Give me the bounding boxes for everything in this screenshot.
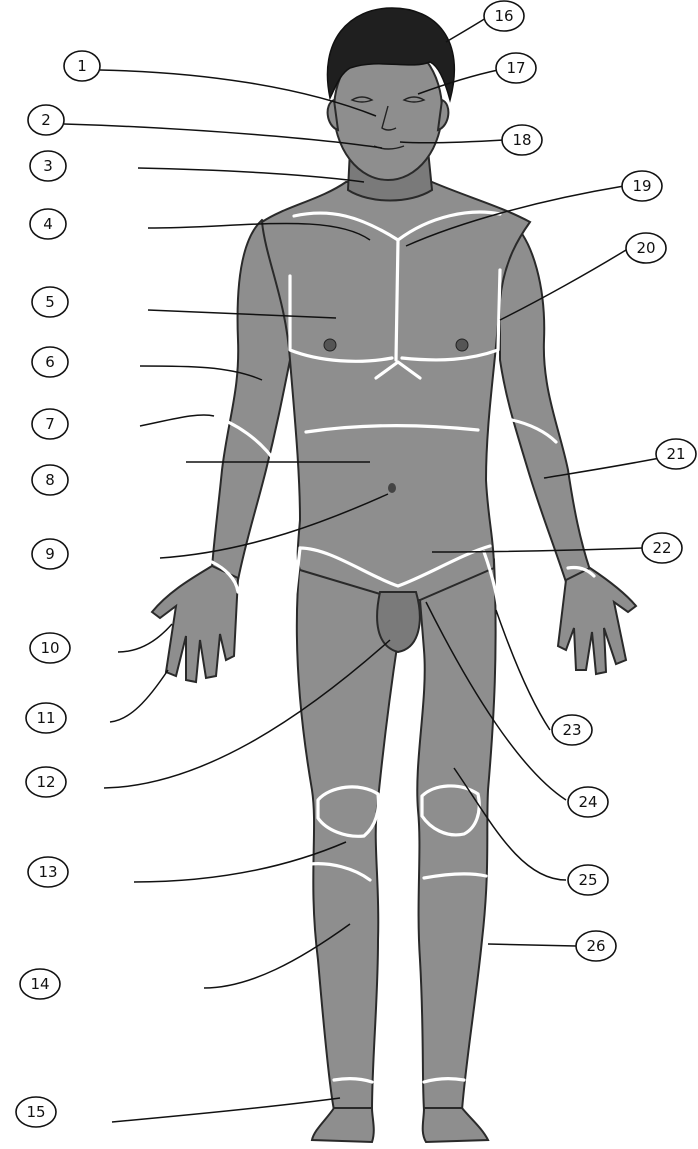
- callout-5: 5: [32, 287, 68, 317]
- callout-number: 7: [45, 415, 55, 433]
- torso: [262, 182, 530, 600]
- callout-16: 16: [484, 1, 524, 31]
- callout-number: 15: [26, 1103, 45, 1121]
- callout-number: 3: [43, 157, 53, 175]
- callout-number: 13: [38, 863, 57, 881]
- callout-number: 4: [43, 215, 53, 233]
- callout-number: 5: [45, 293, 55, 311]
- left-foot: [423, 1108, 488, 1142]
- callout-number: 9: [45, 545, 55, 563]
- callout-13: 13: [28, 857, 68, 887]
- callout-number: 11: [36, 709, 55, 727]
- right-nipple: [324, 339, 336, 351]
- callout-number: 20: [636, 239, 655, 257]
- callout-1: 1: [64, 51, 100, 81]
- callout-15: 15: [16, 1097, 56, 1127]
- genitals: [377, 592, 420, 652]
- human-figure: [152, 8, 636, 1142]
- callout-number: 25: [578, 871, 597, 889]
- callout-2: 2: [28, 105, 64, 135]
- leader-23: [496, 610, 550, 730]
- callout-24: 24: [568, 787, 608, 817]
- right-hand: [152, 566, 238, 682]
- leader-10: [118, 624, 172, 652]
- callout-18: 18: [502, 125, 542, 155]
- callout-number: 6: [45, 353, 55, 371]
- callout-number: 14: [30, 975, 49, 993]
- callout-number: 10: [40, 639, 59, 657]
- callout-21: 21: [656, 439, 696, 469]
- leader-15: [112, 1098, 340, 1122]
- callout-number: 18: [512, 131, 531, 149]
- right-foot: [312, 1108, 374, 1142]
- callout-number: 17: [506, 59, 525, 77]
- callout-number: 26: [586, 937, 605, 955]
- callout-10: 10: [30, 633, 70, 663]
- callout-number: 24: [578, 793, 597, 811]
- callout-25: 25: [568, 865, 608, 895]
- callout-number: 22: [652, 539, 671, 557]
- callout-number: 21: [666, 445, 685, 463]
- callout-number: 1: [77, 57, 87, 75]
- callout-20: 20: [626, 233, 666, 263]
- left-nipple: [456, 339, 468, 351]
- callout-number: 23: [562, 721, 581, 739]
- callout-23: 23: [552, 715, 592, 745]
- callout-4: 4: [30, 209, 66, 239]
- callout-number: 8: [45, 471, 55, 489]
- leader-7: [140, 415, 214, 426]
- callout-19: 19: [622, 171, 662, 201]
- callout-3: 3: [30, 151, 66, 181]
- callout-9: 9: [32, 539, 68, 569]
- leader-26: [488, 944, 576, 946]
- callout-11: 11: [26, 703, 66, 733]
- callout-number: 12: [36, 773, 55, 791]
- callout-7: 7: [32, 409, 68, 439]
- callout-22: 22: [642, 533, 682, 563]
- sternal-line: [396, 240, 398, 360]
- leader-16: [446, 18, 486, 42]
- leader-11: [110, 670, 168, 722]
- left-hand: [558, 568, 636, 674]
- callouts-right: 16 17 18 19 20 21 22 23: [484, 1, 696, 961]
- callout-26: 26: [576, 931, 616, 961]
- callout-8: 8: [32, 465, 68, 495]
- callout-number: 2: [41, 111, 51, 129]
- callout-12: 12: [26, 767, 66, 797]
- callout-number: 16: [494, 7, 513, 25]
- callout-17: 17: [496, 53, 536, 83]
- callout-number: 19: [632, 177, 651, 195]
- navel: [388, 483, 396, 493]
- callout-6: 6: [32, 347, 68, 377]
- leader-3: [138, 168, 364, 182]
- callout-14: 14: [20, 969, 60, 999]
- callouts-left: 1 2 3 4 5 6 7 8: [16, 51, 100, 1127]
- left-arm: [500, 220, 590, 582]
